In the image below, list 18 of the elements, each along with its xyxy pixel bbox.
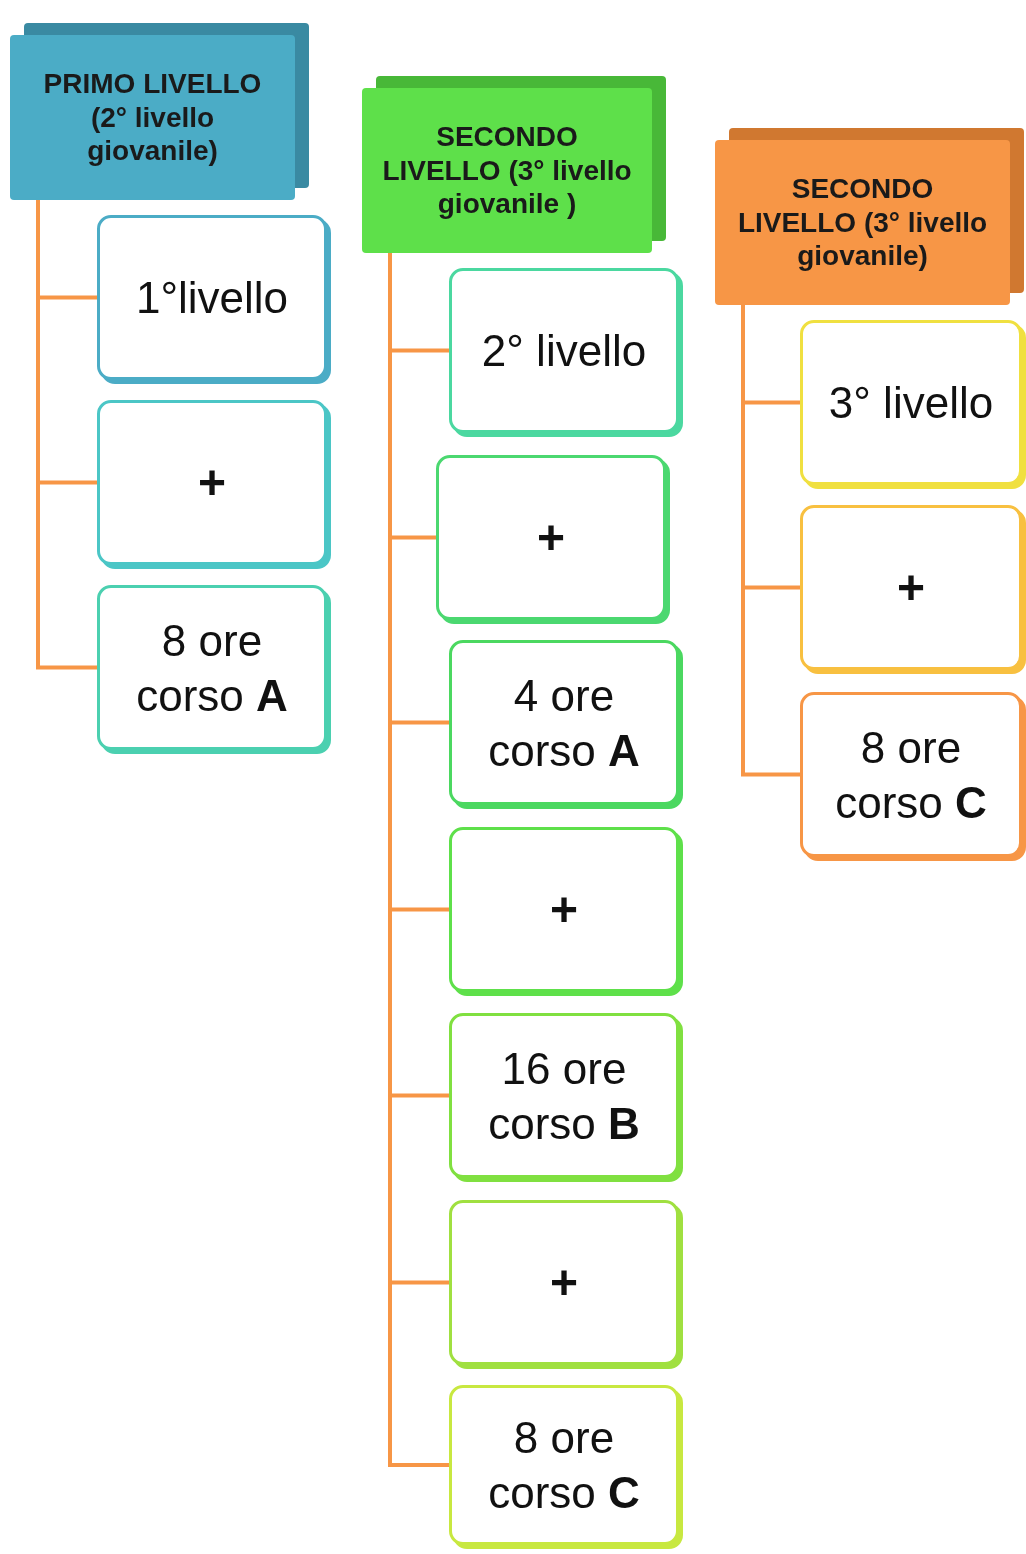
header-text: SECONDO LIVELLO (3° livello giovanile ) (381, 120, 633, 221)
item-text: + (198, 454, 226, 511)
header-text: SECONDO LIVELLO (3° livello giovanile) (736, 172, 989, 273)
item-text: + (537, 509, 565, 566)
item-text: 8 ore corso A (135, 614, 289, 722)
item-text: 8 ore corso C (834, 721, 988, 829)
item-text: + (550, 881, 578, 938)
connector-line (741, 305, 800, 777)
item-text: 8 ore corso C (487, 1412, 641, 1519)
item-text: 1°livello (135, 272, 289, 324)
item-text: 3° livello (828, 377, 994, 429)
item-text: + (550, 1254, 578, 1311)
item-text: 4 ore corso A (487, 669, 641, 777)
connector-line (36, 200, 97, 670)
item-text: 16 ore corso B (487, 1042, 641, 1150)
header-text: PRIMO LIVELLO (2° livello giovanile) (42, 67, 263, 168)
item-text: + (897, 559, 925, 616)
item-text: 2° livello (481, 325, 647, 377)
